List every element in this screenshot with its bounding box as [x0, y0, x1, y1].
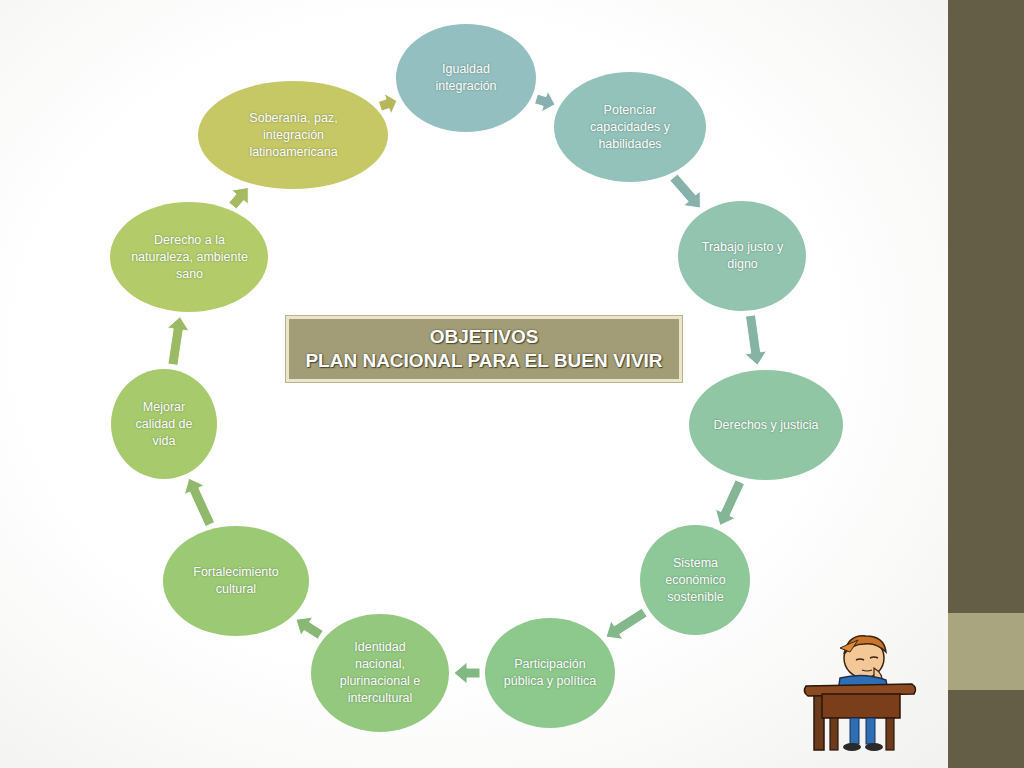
objective-circle: Identidad nacional, plurinacional e inte… — [311, 614, 449, 732]
block-arrow — [670, 174, 701, 208]
block-arrow — [167, 317, 189, 366]
block-arrow — [184, 478, 214, 526]
circle-shape — [311, 614, 449, 732]
circle-fill — [689, 370, 843, 480]
objective-text: Participación pública y política — [502, 656, 598, 690]
objective-text: Soberanía, paz, integración latinoameric… — [223, 110, 364, 161]
objective-text: Mejorar calidad de vida — [125, 399, 203, 450]
block-arrow — [229, 187, 249, 209]
circle-shape — [678, 201, 806, 311]
circle-fill — [554, 72, 706, 182]
circle-fill — [111, 369, 217, 479]
objective-text: Fortalecimiento cultural — [182, 564, 290, 598]
block-arrow — [745, 315, 767, 366]
objective-text: Sistema económico sostenible — [655, 555, 736, 606]
objective-circle: Fortalecimiento cultural — [163, 526, 309, 636]
objective-text: Derecho a la naturaleza, ambiente sano — [131, 232, 248, 283]
block-arrow — [378, 93, 397, 114]
objective-circle: Igualdad integración — [396, 24, 536, 132]
objective-circle: Mejorar calidad de vida — [111, 369, 217, 479]
objective-circle: Trabajo justo y digno — [678, 201, 806, 311]
circle-fill — [396, 24, 536, 132]
circle-fill — [311, 614, 449, 732]
objective-circle: Sistema económico sostenible — [640, 525, 750, 635]
objective-text: Derechos y justicia — [709, 417, 823, 434]
title-text: OBJETIVOS — [430, 325, 539, 349]
objective-circle: Soberanía, paz, integración latinoameric… — [198, 81, 388, 189]
title-box: OBJETIVOSPLAN NACIONAL PARA EL BUEN VIVI… — [286, 316, 682, 382]
circle-fill — [198, 81, 388, 189]
circle-shape — [163, 526, 309, 636]
circle-shape — [485, 618, 615, 728]
circle-fill — [640, 525, 750, 635]
objective-circle: Potenciar capacidades y habilidades — [554, 72, 706, 182]
objective-text: Identidad nacional, plurinacional e inte… — [332, 639, 428, 707]
side-band-accent — [948, 613, 1024, 690]
block-arrow — [606, 608, 647, 639]
objective-circle: Derechos y justicia — [689, 370, 843, 480]
objective-text: Trabajo justo y digno — [695, 239, 790, 273]
circle-fill — [678, 201, 806, 311]
objective-circle: Participación pública y política — [485, 618, 615, 728]
student-clipart — [800, 628, 924, 756]
circle-shape — [396, 24, 536, 132]
title-text: PLAN NACIONAL PARA EL BUEN VIVIR — [305, 349, 662, 373]
circle-fill — [485, 618, 615, 728]
circle-fill — [110, 202, 268, 312]
objective-text: Igualdad integración — [414, 61, 518, 95]
circle-fill — [163, 526, 309, 636]
block-arrow — [535, 91, 555, 112]
block-arrow — [715, 480, 744, 526]
block-arrow — [454, 662, 480, 684]
objective-circle: Derecho a la naturaleza, ambiente sano — [110, 202, 268, 312]
block-arrow — [296, 617, 323, 639]
objective-text: Potenciar capacidades y habilidades — [574, 102, 686, 153]
